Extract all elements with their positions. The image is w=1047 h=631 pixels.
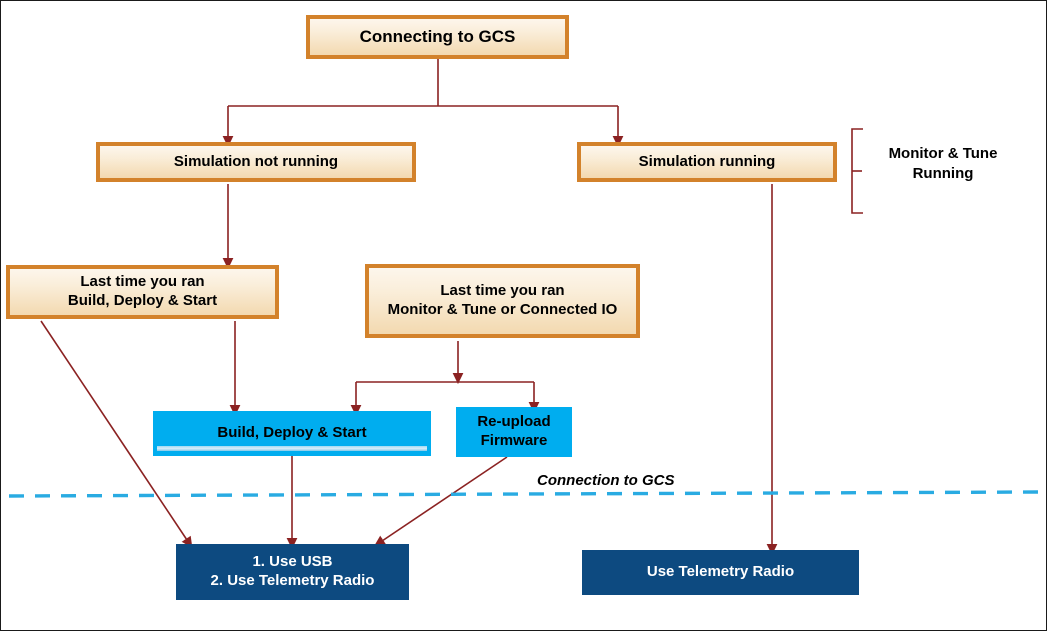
- node-use-usb-telemetry-radio[interactable]: 1. Use USB 2. Use Telemetry Radio: [176, 544, 409, 600]
- label-monitor-tune-running: Monitor & Tune Running: [888, 145, 998, 182]
- node-last-ran-build-deploy-start[interactable]: Last time you ran Build, Deploy & Start: [6, 265, 279, 319]
- brace-bracket: [851, 128, 863, 214]
- node-simulation-not-running[interactable]: Simulation not running: [96, 142, 416, 182]
- node-last-ran-monitor-tune-connected-io[interactable]: Last time you ran Monitor & Tune or Conn…: [365, 264, 640, 338]
- wire-reupload-to-usb: [373, 456, 508, 547]
- gcs-boundary-dashed-line: [8, 490, 1042, 498]
- node-build-deploy-start-action[interactable]: Build, Deploy & Start: [153, 411, 431, 456]
- node-connecting-to-gcs[interactable]: Connecting to GCS: [306, 15, 569, 59]
- node-simulation-running[interactable]: Simulation running: [577, 142, 837, 182]
- node-reupload-firmware-action[interactable]: Re-upload Firmware: [456, 407, 572, 457]
- node-use-telemetry-radio[interactable]: Use Telemetry Radio: [582, 550, 859, 595]
- label-connection-to-gcs: Connection to GCS: [537, 472, 675, 489]
